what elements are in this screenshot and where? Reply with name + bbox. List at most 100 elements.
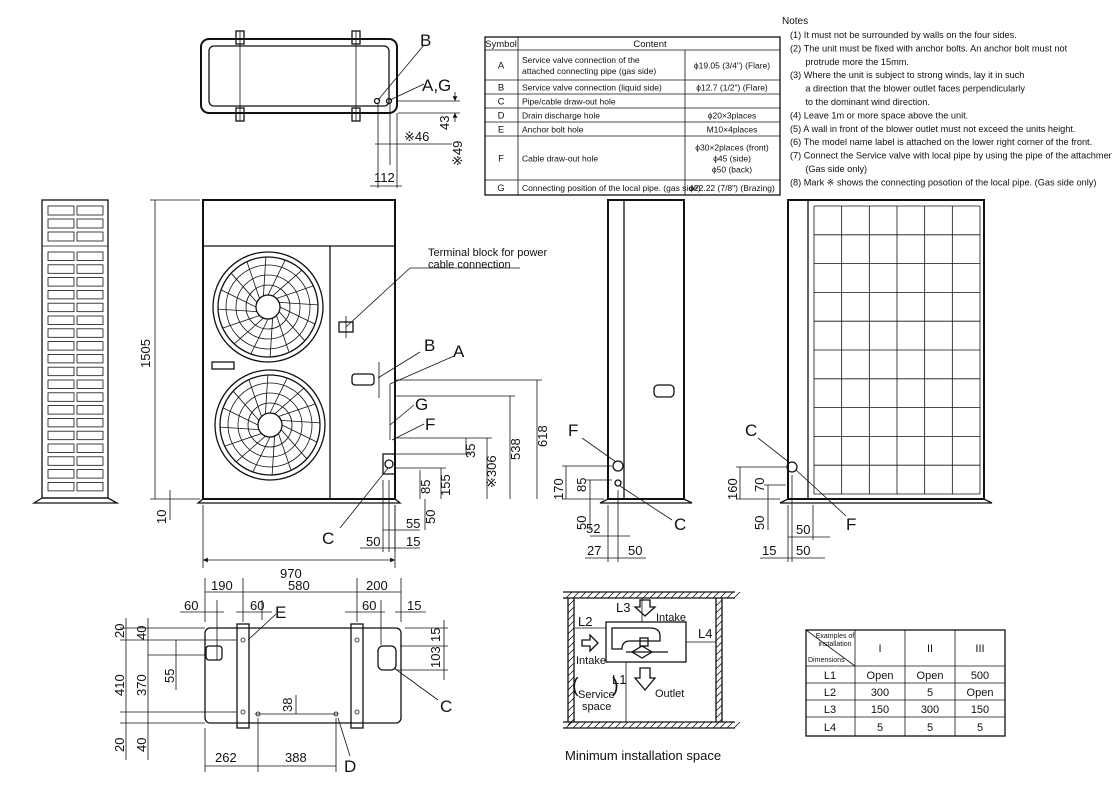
note-line: to the dominant wind direction. <box>790 97 930 107</box>
install-paren-close: ) <box>612 675 619 697</box>
install-intake-top: Intake <box>656 612 686 624</box>
install-l1: L1 <box>612 672 626 687</box>
grille-slot <box>47 315 75 325</box>
grille-slot <box>47 218 75 229</box>
note-line: (6) The model name label is attached on … <box>790 137 1092 147</box>
spec-value-f: ϕ45 (side) <box>713 154 751 164</box>
front-dim-618: 618 <box>535 425 550 447</box>
note-line: (4) Leave 1m or more space above the uni… <box>790 110 968 120</box>
grille-slot <box>47 405 75 415</box>
grille-slot <box>76 417 104 428</box>
front-label-a: A <box>453 342 465 361</box>
base-label-d: D <box>344 757 356 776</box>
spec-header-symbol: Symbol <box>485 39 517 50</box>
base-dim-200: 200 <box>366 578 388 593</box>
install-cell: Open <box>917 670 944 682</box>
grille-slot <box>47 341 75 351</box>
side-dim-50b: 50 <box>628 543 642 558</box>
grille-slot <box>47 469 75 479</box>
side-view: F C 170 85 50 52 27 50 <box>551 199 693 562</box>
back-dim-70: 70 <box>752 478 767 492</box>
grille-slot <box>76 328 104 338</box>
notes-block: Notes (1) It must not be surrounded by w… <box>782 16 1112 187</box>
grille-slot <box>47 456 75 466</box>
note-line: a direction that the blower outlet faces… <box>790 84 1025 94</box>
top-dim-49: ※49 <box>450 141 465 166</box>
install-row-l1: L1 <box>824 670 836 682</box>
base-dim-60c: 60 <box>362 598 376 613</box>
grille-slot <box>47 379 75 389</box>
grille-slot <box>47 392 75 402</box>
grille-slot <box>47 430 75 441</box>
grille-slot <box>76 443 104 453</box>
top-dim-112: 112 <box>374 170 395 185</box>
install-cell: Open <box>967 687 994 699</box>
front-dim-height: 1505 <box>138 339 153 368</box>
base-dim-60b: 60 <box>250 598 264 613</box>
grille-slot <box>47 366 75 377</box>
top-dim-46: ※46 <box>404 129 429 144</box>
install-row-l4: L4 <box>824 722 836 734</box>
front-dim-85: 85 <box>418 480 433 494</box>
front-view: Terminal block for power cable connectio… <box>138 199 550 581</box>
base-dim-15b: 15 <box>428 628 443 642</box>
spec-value-a: ϕ19.05 (3/4") (Flare) <box>694 61 770 71</box>
grille-slot <box>76 205 104 216</box>
grille-slot <box>76 289 104 300</box>
grille-slot <box>76 379 104 389</box>
front-label-c: C <box>322 529 334 548</box>
grille-slot <box>76 366 104 377</box>
install-col-1: I <box>878 643 881 655</box>
front-dim-538: 538 <box>508 438 523 460</box>
base-dim-370: 370 <box>134 674 149 696</box>
grille-slot <box>47 289 75 300</box>
note-line: (7) Connect the Service valve with local… <box>790 151 1112 161</box>
spec-symbol-c: C <box>498 97 505 108</box>
note-line: (2) The unit must be fixed with anchor b… <box>790 43 1068 53</box>
back-dim-50c: 50 <box>796 543 810 558</box>
spec-value-b: ϕ12.7 (1/2") (Flare) <box>696 83 768 93</box>
spec-content-c: Pipe/cable draw-out hole <box>522 97 616 107</box>
grille-slot <box>47 353 75 364</box>
grille-slot <box>47 205 75 216</box>
base-dim-40b: 40 <box>134 738 149 752</box>
install-service-2: space <box>582 701 611 713</box>
back-label-c: C <box>745 421 757 440</box>
spec-header-content: Content <box>633 39 667 50</box>
install-cell: 5 <box>927 722 933 734</box>
back-dim-15: 15 <box>762 543 776 558</box>
front-dim-306: ※306 <box>484 455 499 488</box>
install-cell: 500 <box>971 670 989 682</box>
install-l3: L3 <box>616 600 630 615</box>
note-line: (8) Mark ※ shows the connecting posotion… <box>790 177 1096 187</box>
base-dim-190: 190 <box>211 578 233 593</box>
install-cell: 5 <box>977 722 983 734</box>
install-diagram: L3 Intake L2 Intake L4 L1 Outlet Service… <box>563 591 741 763</box>
grille-slot <box>47 302 75 313</box>
base-dim-15a: 15 <box>407 598 421 613</box>
grille-slot <box>76 353 104 364</box>
base-dim-20a: 20 <box>112 624 127 638</box>
front-dim-50b: 50 <box>366 534 380 549</box>
install-paren-open: ( <box>572 675 579 697</box>
grille-slot <box>76 277 104 287</box>
spec-symbol-f: F <box>498 154 504 165</box>
side-label-f: F <box>568 421 578 440</box>
front-label-g: G <box>415 395 428 414</box>
spec-symbol-b: B <box>498 83 504 94</box>
top-view: B A,G 43 ※46 ※49 112 <box>200 30 465 188</box>
spec-value-f: ϕ30×2places (front) <box>695 143 769 153</box>
notes-title: Notes <box>782 16 808 27</box>
base-dim-388: 388 <box>285 750 307 765</box>
install-col-3: III <box>975 643 984 655</box>
note-line: (3) Where the unit is subject to strong … <box>790 70 1024 80</box>
grille-slot <box>47 443 75 453</box>
install-cell: 150 <box>871 704 889 716</box>
note-line: (5) A wall in front of the blower outlet… <box>790 124 1075 134</box>
spec-content-g: Connecting position of the local pipe. (… <box>522 183 701 193</box>
top-label-ag: A,G <box>422 76 451 95</box>
spec-symbol-a: A <box>498 61 505 72</box>
top-label-b: B <box>420 31 431 50</box>
spec-symbol-e: E <box>498 125 504 136</box>
